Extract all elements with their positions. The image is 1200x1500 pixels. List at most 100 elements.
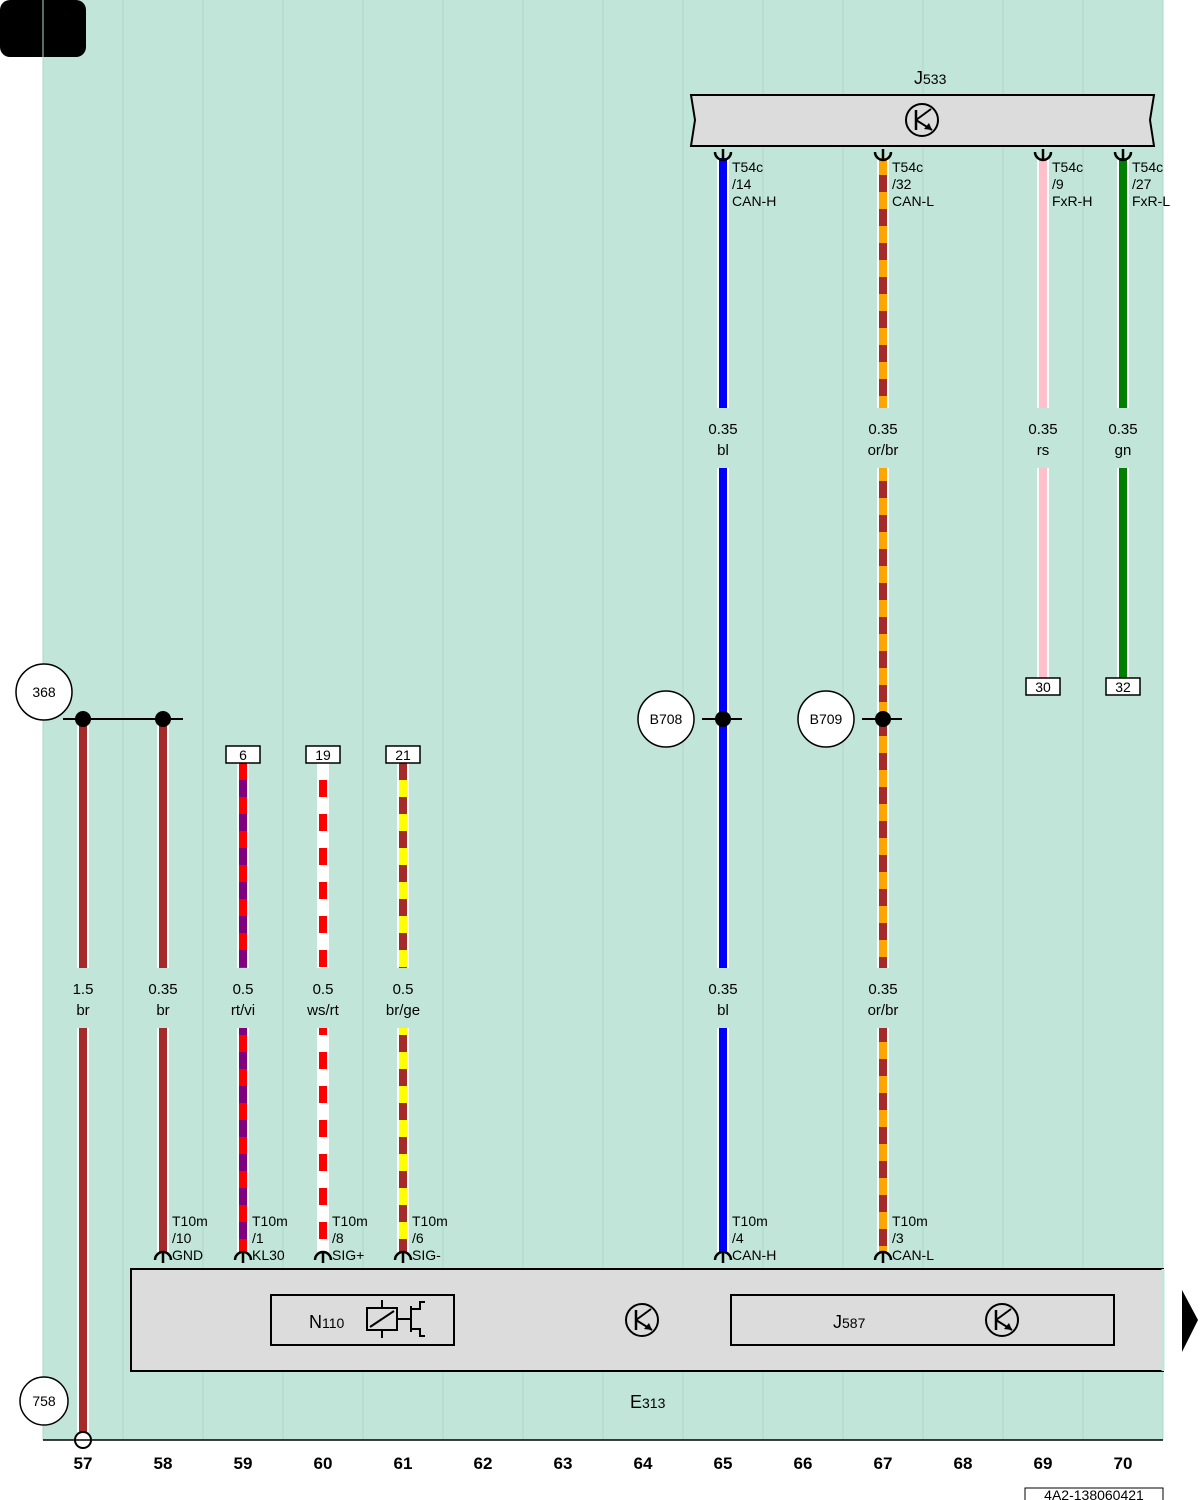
bottom-wire-col-58-label-gap xyxy=(145,968,181,1028)
j533-control-unit-icon xyxy=(905,103,939,137)
splice-label-B709: B709 xyxy=(810,711,843,727)
bottom-col-67-pin-text: T10m xyxy=(892,1213,928,1229)
column-number-61: 61 xyxy=(394,1454,413,1473)
j587-component-box xyxy=(730,1294,1115,1346)
top-col-69-pin-text: T54c xyxy=(1052,159,1083,175)
top-wire-col-65-label-gap xyxy=(705,408,741,468)
ground-reference-circle xyxy=(19,1376,69,1426)
top-wire-col-69-color: rs xyxy=(1037,442,1050,459)
connector-box-label-30: 30 xyxy=(1035,679,1051,695)
top-col-70-pin-text: T54c xyxy=(1132,159,1163,175)
bottom-wire-col-61-label-gap xyxy=(385,968,421,1028)
connector-box-30 xyxy=(1025,677,1061,696)
top-wire-col-70-label-gap xyxy=(1105,408,1141,468)
bottom-wire-col-59-label-gap xyxy=(225,968,261,1028)
top-col-69-pin-text: /9 xyxy=(1052,176,1064,192)
column-number-60: 60 xyxy=(314,1454,333,1473)
bottom-wire-col-61-size: 0.5 xyxy=(393,981,414,998)
n110-label: N110 xyxy=(309,1312,345,1332)
wire-col-65-top xyxy=(717,158,729,1252)
connector-box-label-6: 6 xyxy=(239,747,247,763)
top-col-65-pin-text: T54c xyxy=(732,159,763,175)
splice-circle-B709 xyxy=(797,690,855,748)
column-number-65: 65 xyxy=(714,1454,733,1473)
bottom-col-65-pin-text: /4 xyxy=(732,1230,744,1246)
top-wire-col-69-size: 0.35 xyxy=(1028,421,1057,438)
ground-reference-label: 758 xyxy=(32,1393,56,1409)
top-wire-col-65-color: bl xyxy=(717,442,729,459)
j533-component-box xyxy=(689,94,1156,147)
wire-col-67-top xyxy=(877,158,889,1252)
column-number-67: 67 xyxy=(874,1454,893,1473)
column-number-62: 62 xyxy=(474,1454,493,1473)
bottom-col-59-pin-text: T10m xyxy=(252,1213,288,1229)
bottom-wire-col-59-color: rt/vi xyxy=(231,1002,255,1019)
solenoid-valve-icon xyxy=(366,1300,425,1338)
top-col-67-pin-text: CAN-L xyxy=(892,193,934,209)
connector-box-label-32: 32 xyxy=(1115,679,1131,695)
bottom-col-67-pin-text: CAN-L xyxy=(892,1247,934,1263)
ground-wire-col-57-size: 1.5 xyxy=(73,981,94,998)
top-col-67-pin-text: T54c xyxy=(892,159,923,175)
bottom-wire-col-67-color: or/br xyxy=(868,1002,899,1019)
column-number-64: 64 xyxy=(634,1454,653,1473)
connector-box-label-21: 21 xyxy=(395,747,411,763)
top-wire-col-65-size: 0.35 xyxy=(708,421,737,438)
top-wire-col-69-label-gap xyxy=(1025,408,1061,468)
footer-code-box xyxy=(1024,1487,1164,1500)
column-number-70: 70 xyxy=(1114,1454,1133,1473)
splice-dot-col-58 xyxy=(155,711,171,727)
bottom-col-60-pin-text: /8 xyxy=(332,1230,344,1246)
n110-component-box xyxy=(270,1294,455,1346)
top-wire-col-70-color: gn xyxy=(1115,442,1132,459)
bottom-wire-col-65-label-gap xyxy=(705,968,741,1028)
splice-label-B708: B708 xyxy=(650,711,683,727)
e313-label: E313 xyxy=(630,1392,666,1412)
ground-wire-col-57-color: br xyxy=(76,1002,89,1019)
j587-label: J587 xyxy=(833,1312,866,1332)
bottom-wire-col-67-size: 0.35 xyxy=(868,981,897,998)
bottom-col-61-pin-text: /6 xyxy=(412,1230,424,1246)
top-col-70-pin-text: /27 xyxy=(1132,176,1152,192)
column-number-58: 58 xyxy=(154,1454,173,1473)
bottom-wire-col-59-size: 0.5 xyxy=(233,981,254,998)
top-wire-col-70-size: 0.35 xyxy=(1108,421,1137,438)
bottom-wire-col-67-label-gap xyxy=(865,968,901,1028)
ground-wire-col-57-label-gap xyxy=(65,968,101,1028)
column-number-57: 57 xyxy=(74,1454,93,1473)
footer-code: 4A2-138060421 xyxy=(1044,1487,1144,1500)
bottom-col-58-pin-text: GND xyxy=(172,1247,203,1263)
bottom-col-58-pin-text: /10 xyxy=(172,1230,192,1246)
splice-label-368: 368 xyxy=(32,684,56,700)
top-col-69-pin-text: FxR-H xyxy=(1052,193,1092,209)
j533-label: J533 xyxy=(914,68,947,88)
bottom-col-65-pin-text: T10m xyxy=(732,1213,768,1229)
splice-dot-368 xyxy=(75,711,91,727)
bottom-col-59-pin-text: /1 xyxy=(252,1230,264,1246)
bottom-wire-col-65-color: bl xyxy=(717,1002,729,1019)
top-wire-col-67-label-gap xyxy=(865,408,901,468)
bottom-wire-col-65-size: 0.35 xyxy=(708,981,737,998)
connector-box-32 xyxy=(1105,677,1141,696)
connector-box-19 xyxy=(305,745,341,764)
top-col-65-pin-text: /14 xyxy=(732,176,752,192)
splice-circle-B708 xyxy=(637,690,695,748)
bottom-col-61-pin-text: T10m xyxy=(412,1213,448,1229)
bottom-wire-col-58-size: 0.35 xyxy=(148,981,177,998)
splice-circle-368 xyxy=(15,663,73,721)
bottom-col-58-pin-text: T10m xyxy=(172,1213,208,1229)
j587-control-unit-icon xyxy=(985,1303,1019,1337)
top-wire-col-67-size: 0.35 xyxy=(868,421,897,438)
bottom-wire-col-60-size: 0.5 xyxy=(313,981,334,998)
bottom-col-59-pin-text: KL30 xyxy=(252,1247,285,1263)
e313-control-unit-icon xyxy=(625,1303,659,1337)
splice-dot-B709 xyxy=(875,711,891,727)
continue-right-arrow-icon[interactable] xyxy=(1182,1290,1198,1352)
top-col-70-pin-text: FxR-L xyxy=(1132,193,1170,209)
column-number-68: 68 xyxy=(954,1454,973,1473)
column-number-69: 69 xyxy=(1034,1454,1053,1473)
bottom-wire-col-58-color: br xyxy=(156,1002,169,1019)
column-number-66: 66 xyxy=(794,1454,813,1473)
